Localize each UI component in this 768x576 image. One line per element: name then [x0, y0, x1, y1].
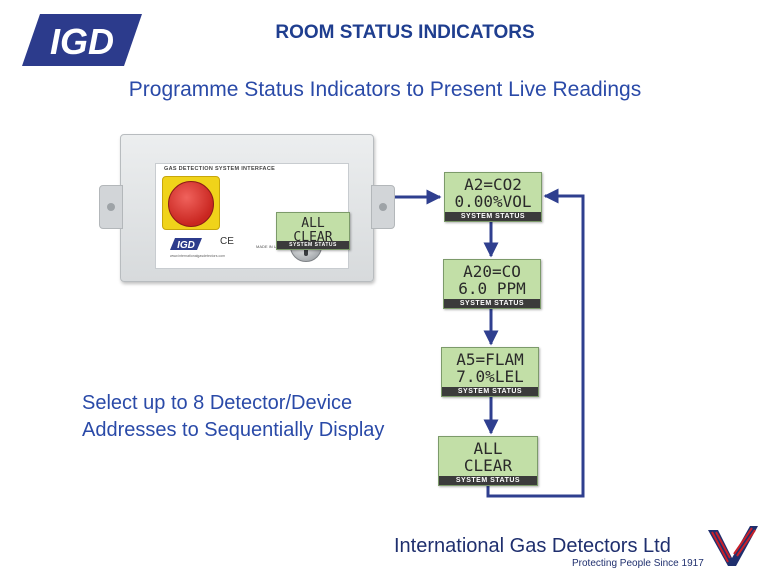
screw-hole-icon — [107, 203, 115, 211]
panel-display-line-1: ALL — [301, 216, 325, 231]
logo-text: IGD — [50, 21, 114, 62]
display-line-1: A5=FLAM — [456, 350, 524, 369]
display-line-1: A2=CO2 — [464, 175, 522, 194]
union-flag-check-icon — [708, 526, 758, 566]
display-line-2: 0.00%VOL — [454, 192, 532, 211]
status-display-co2: A2=CO2 0.00%VOL SYSTEM STATUS — [444, 172, 542, 222]
side-note: Select up to 8 Detector/Device Addresses… — [82, 390, 442, 444]
igd-logo: IGD — [22, 14, 142, 66]
panel-display-caption: SYSTEM STATUS — [277, 241, 349, 249]
display-caption: SYSTEM STATUS — [442, 387, 538, 396]
company-tagline: Protecting People Since 1917 — [572, 558, 704, 569]
side-note-line-1: Select up to 8 Detector/Device — [82, 392, 353, 414]
mounting-tab-left — [99, 185, 123, 229]
company-name: International Gas Detectors Ltd — [394, 535, 671, 557]
mounting-tab-right — [371, 185, 395, 229]
emergency-stop-button[interactable] — [168, 181, 214, 227]
emergency-button-housing — [162, 176, 220, 230]
panel-caption: GAS DETECTION SYSTEM INTERFACE — [164, 166, 276, 172]
display-line-1: ALL — [473, 439, 503, 458]
screw-hole-icon — [379, 203, 387, 211]
ce-mark: CE — [220, 236, 234, 247]
page-title: ROOM STATUS INDICATORS — [275, 22, 535, 43]
page-subtitle: Programme Status Indicators to Present L… — [128, 78, 642, 101]
display-caption: SYSTEM STATUS — [445, 212, 541, 221]
website-label: www.internationalgasdetectors.com — [170, 254, 226, 258]
display-caption: SYSTEM STATUS — [439, 476, 537, 485]
display-line-2: CLEAR — [463, 456, 513, 475]
panel-label-plate: GAS DETECTION SYSTEM INTERFACE IGD CE MA… — [155, 163, 350, 269]
side-note-line-2: Addresses to Sequentially Display — [82, 419, 385, 441]
panel-logo-text: IGD — [177, 240, 195, 250]
display-line-2: 6.0 PPM — [458, 279, 526, 298]
status-display-all-clear: ALL CLEAR SYSTEM STATUS — [438, 436, 538, 486]
panel-igd-logo: IGD — [170, 238, 202, 250]
status-display-co: A20=CO 6.0 PPM SYSTEM STATUS — [443, 259, 541, 309]
arrow-loop-back — [486, 188, 585, 498]
status-display-flam: A5=FLAM 7.0%LEL SYSTEM STATUS — [441, 347, 539, 397]
made-in-label: MADE IN UK — [256, 244, 280, 249]
display-line-2: 7.0%LEL — [456, 367, 524, 386]
panel-status-display: ALL CLEAR SYSTEM STATUS — [276, 212, 350, 250]
panel-display-line-2: CLEAR — [293, 230, 333, 245]
gas-detection-panel: GAS DETECTION SYSTEM INTERFACE IGD CE MA… — [99, 134, 395, 282]
display-caption: SYSTEM STATUS — [444, 299, 540, 308]
display-line-1: A20=CO — [463, 262, 521, 281]
